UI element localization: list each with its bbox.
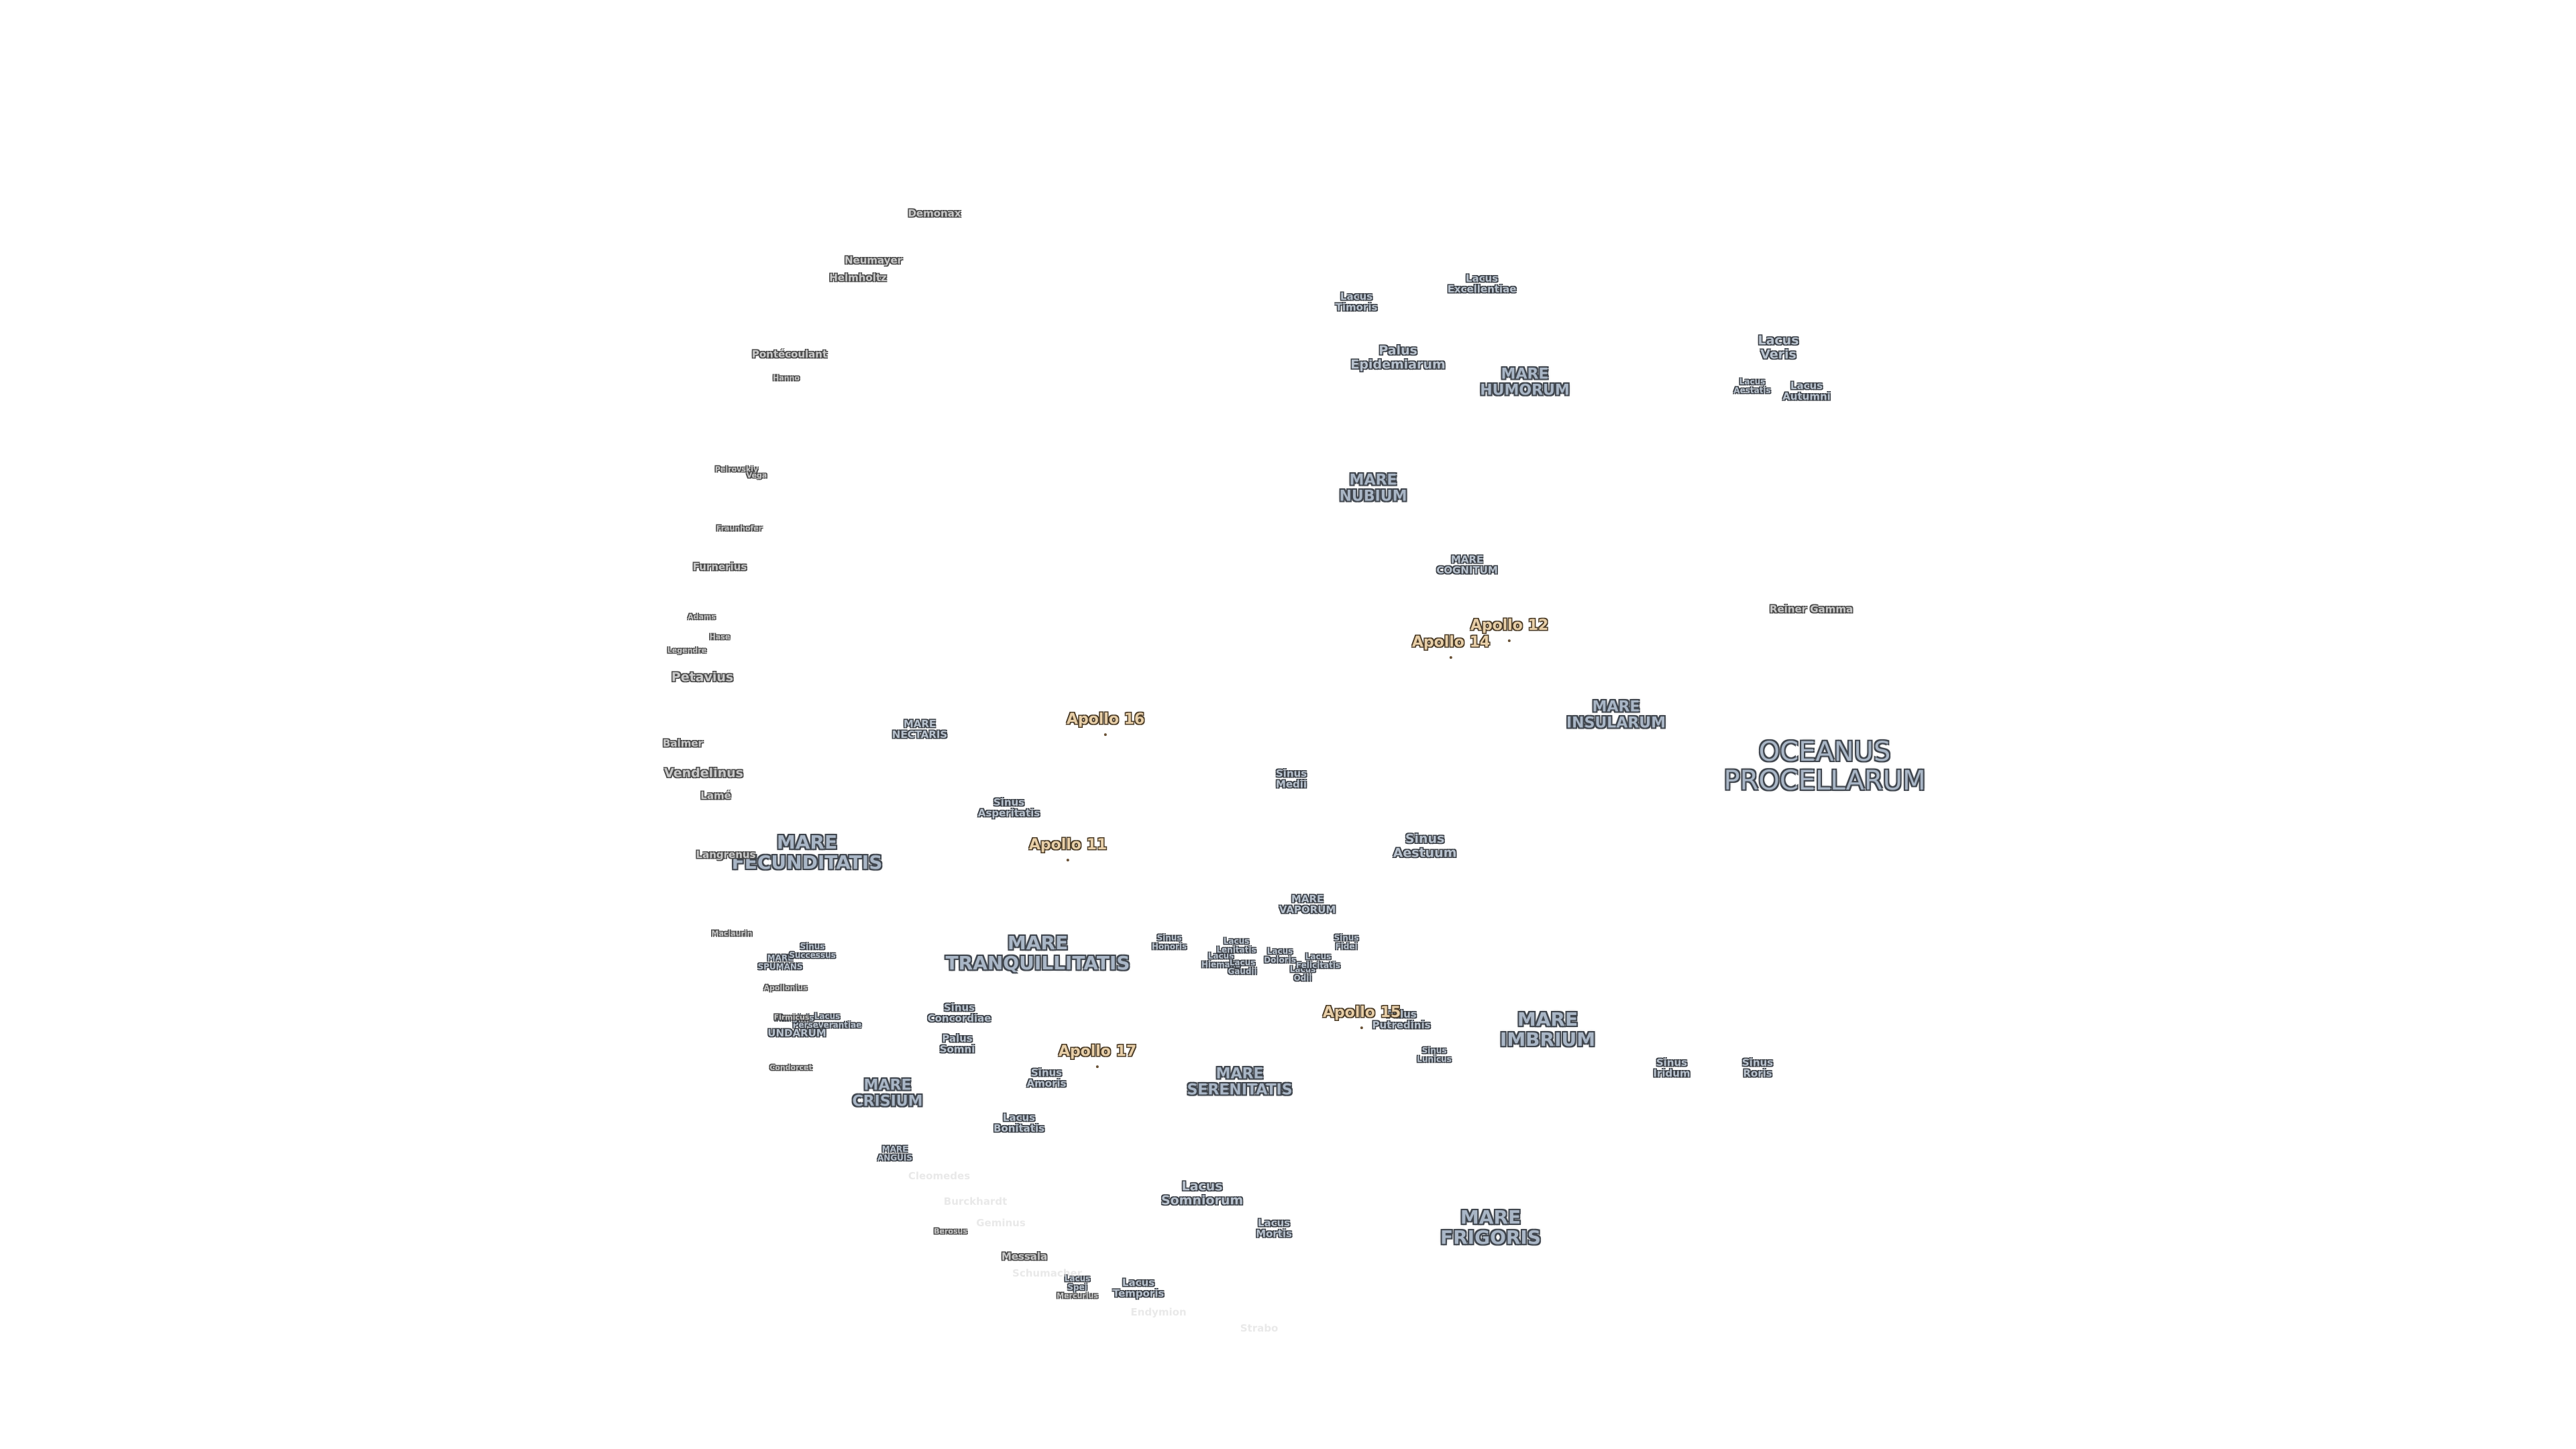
mare-marginis-abbr-label: Marginis (774, 1013, 814, 1023)
crater-firmicus-label: Firmicus (773, 1013, 810, 1022)
crater-burckhardt-label: Burckhardt (943, 1195, 1008, 1208)
crater-petrovskiy-label: Pelrovskiy (714, 465, 759, 474)
crater-adams-label: Adams (688, 612, 716, 622)
mare-undarum-label: UNDARUM (767, 1026, 826, 1039)
crater-helmholtz-label: Helmholtz (829, 271, 887, 284)
crater-schumacher-label: Schumacher (1012, 1267, 1082, 1279)
crater-neumayer-label: Neumayer (844, 254, 903, 266)
crater-endymion-label: Endymion (1130, 1305, 1187, 1318)
crater-vega-label: Vega (746, 471, 767, 480)
crater-condorcet-label: Condorcet (769, 1063, 812, 1073)
crater-strabo-label: Strabo (1240, 1322, 1279, 1334)
crater-messala-label: Messala (1001, 1250, 1048, 1263)
crater-mercurius-label: Mercurius (1057, 1291, 1098, 1301)
apollo-12-label: Apollo 12 (1470, 617, 1549, 642)
crater-pontecoulant-label: Pontécoulant (751, 347, 828, 360)
crater-berosus-label: Berosus (934, 1227, 967, 1236)
crater-maclaurin-label: Maclaurin (711, 929, 753, 938)
crater-hase-label: Hase (709, 633, 731, 642)
apollo-17-label: Apollo 17 (1058, 1043, 1137, 1068)
crater-apollonius-label: Apollonius (763, 983, 808, 993)
apollo-15-label: Apollo 15 (1322, 1004, 1401, 1029)
crater-furnerius-label: Furnerius (692, 560, 747, 573)
crater-hanno-label: Hanno (773, 374, 800, 383)
crater-vendelinus-label: Vendelinus (664, 765, 743, 781)
crater-petavius-label: Petavius (671, 669, 734, 685)
apollo-11-label: Apollo 11 (1028, 837, 1108, 861)
crater-demonax-label: Demonax (908, 207, 961, 219)
apollo-14-label: Apollo 14 (1411, 634, 1491, 659)
crater-balmer-label: Balmer (663, 737, 703, 749)
crater-fraunhofer-label: Fraunhofer (716, 524, 763, 533)
apollo-16-label: Apollo 16 (1066, 711, 1145, 736)
crater-geminus-label: Geminus (976, 1216, 1026, 1229)
crater-langrenus-label: Langrenus (696, 848, 756, 861)
crater-reiner-gamma-label: Reiner Gamma (1769, 602, 1854, 615)
crater-cleomedes-label: Cleomedes (908, 1169, 971, 1182)
crater-lame-label: Lamé (700, 789, 731, 802)
crater-legendre-label: Legendre (667, 646, 707, 655)
